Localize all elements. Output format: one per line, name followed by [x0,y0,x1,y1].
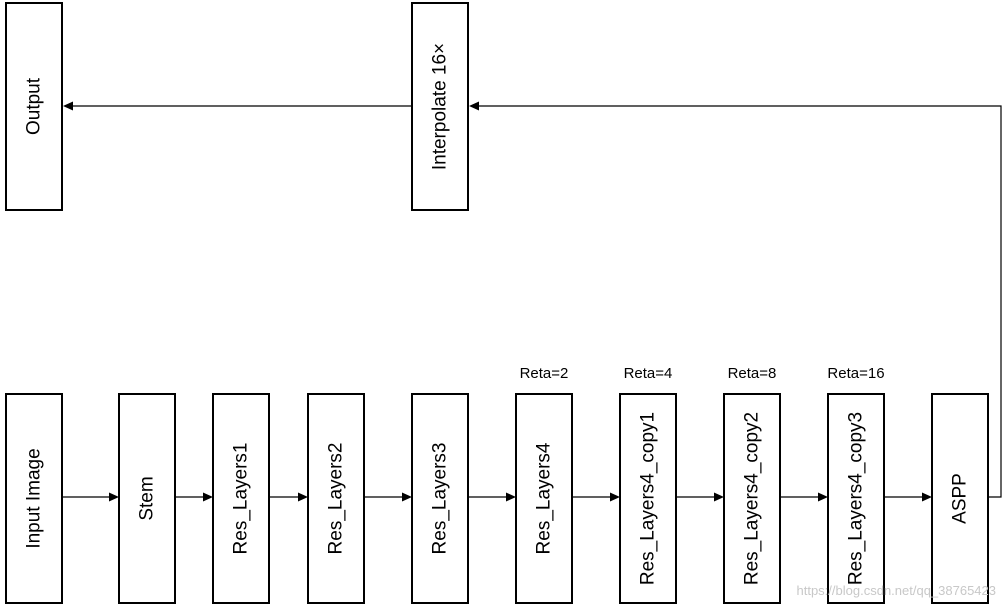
block-res-layers4-copy1-label: Res_Layers4_copy1 [638,412,659,585]
arrow-copy3-to-aspp [884,492,932,502]
block-res-layers4-copy2: Res_Layers4_copy2 [723,393,781,604]
arrow-res-layers3-to-res-layers4 [468,492,516,502]
block-interpolate: Interpolate 16× [411,2,469,211]
connector-interpolate-to-output [63,101,412,111]
block-res-layers4: Res_Layers4 [515,393,573,604]
block-interpolate-label: Interpolate 16× [430,43,451,170]
block-output-label: Output [24,77,45,135]
block-aspp: ASPP [931,393,989,604]
block-res-layers4-copy3: Res_Layers4_copy3 [827,393,885,604]
block-res-layers2-label: Res_Layers2 [326,443,347,555]
arrow-copy2-to-copy3 [780,492,828,502]
block-input-image-label: Input Image [24,448,45,548]
block-input-image: Input Image [5,393,63,604]
rate-label-res-layers4-copy1: Reta=4 [624,365,673,382]
arrow-res-layers1-to-res-layers2 [269,492,308,502]
arrow-copy1-to-copy2 [676,492,724,502]
connector-aspp-to-interpolate [469,101,1002,498]
rate-label-res-layers4-copy2: Reta=8 [728,365,777,382]
block-res-layers3-label: Res_Layers3 [430,443,451,555]
arrow-res-layers2-to-res-layers3 [364,492,412,502]
block-output: Output [5,2,63,211]
block-res-layers4-copy1: Res_Layers4_copy1 [619,393,677,604]
block-res-layers2: Res_Layers2 [307,393,365,604]
block-res-layers1: Res_Layers1 [212,393,270,604]
block-res-layers1-label: Res_Layers1 [231,443,252,555]
arrow-res-layers4-to-copy1 [572,492,620,502]
block-res-layers4-label: Res_Layers4 [534,442,555,554]
block-aspp-label: ASPP [950,473,971,524]
block-stem: Stem [118,393,176,604]
arrow-stem-to-res-layers1 [175,492,213,502]
arrow-input-image-to-stem [62,492,119,502]
block-res-layers4-copy3-label: Res_Layers4_copy3 [846,412,867,585]
rate-label-res-layers4-copy3: Reta=16 [827,365,884,382]
watermark: https://blog.csdn.net/qq_38765423 [797,583,997,598]
rate-label-res-layers4: Reta=2 [520,365,569,382]
block-res-layers4-copy2-label: Res_Layers4_copy2 [742,412,763,585]
block-stem-label: Stem [137,476,158,520]
block-res-layers3: Res_Layers3 [411,393,469,604]
